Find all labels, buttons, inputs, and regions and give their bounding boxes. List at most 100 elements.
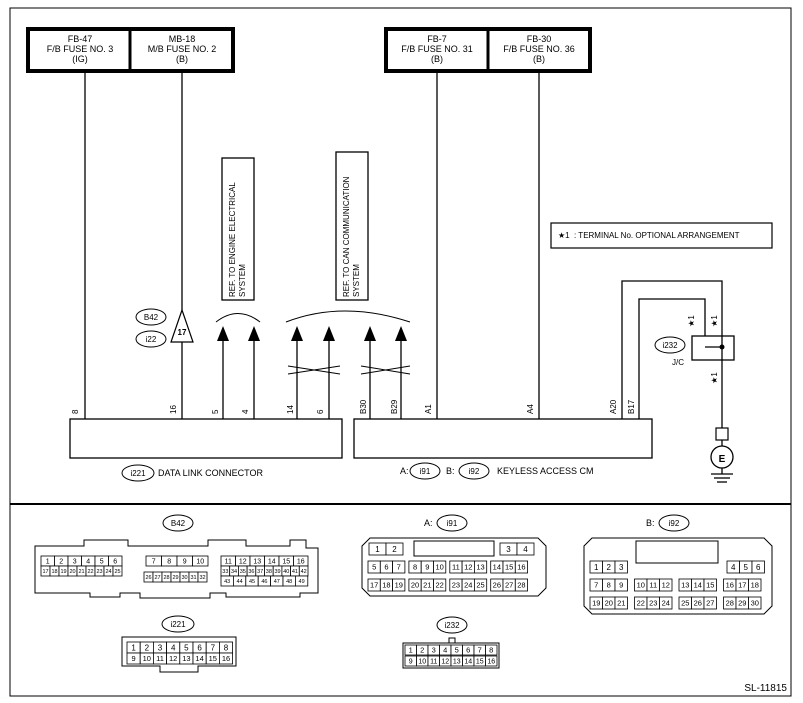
pin-number: 20: [411, 581, 419, 590]
pin-number: 43: [224, 579, 230, 585]
pin-number: 33: [222, 569, 228, 575]
pin-number: 11: [430, 659, 437, 666]
connector-pin: 14: [264, 555, 280, 567]
pin-number: 12: [464, 563, 472, 572]
connector-pin: 48: [282, 575, 296, 587]
pin-number: 2: [59, 559, 63, 566]
pin-number: 22: [637, 599, 645, 608]
pin-number: 7: [397, 563, 401, 572]
connector-pin: 22: [433, 578, 447, 592]
pin-number: 15: [706, 581, 714, 590]
pin-number: 15: [505, 563, 513, 572]
connector-pin: 11: [220, 555, 236, 567]
connector-pin: 16: [218, 652, 233, 665]
pin-number: 31: [190, 575, 196, 581]
connector-pin: 30: [748, 596, 762, 610]
pin-number: 9: [619, 581, 623, 590]
pin-number: 24: [105, 569, 111, 575]
connector-pin: 4: [726, 560, 740, 574]
connector-pin: 5: [179, 641, 194, 654]
pin-number: 14: [464, 659, 472, 666]
connector-pin: 16: [723, 578, 737, 592]
pin-number: 7: [211, 643, 216, 652]
svg-text:i91: i91: [420, 467, 431, 476]
connector-pin: 22: [85, 565, 96, 577]
connector-pin: 10: [192, 555, 209, 567]
pin-number: 2: [607, 563, 612, 572]
pin-number: 23: [649, 599, 657, 608]
label-i22: i22: [135, 330, 167, 348]
pin-number: 4: [443, 646, 447, 655]
connector-pin: 22: [634, 596, 648, 610]
pin-number: 14: [268, 559, 276, 566]
connector-pin: 10: [634, 578, 648, 592]
connector-pin: 27: [502, 578, 516, 592]
pin-number: 11: [649, 581, 657, 590]
pin-number: 36: [248, 569, 254, 575]
pin-number: 11: [225, 559, 232, 566]
pin-number: 23: [452, 581, 460, 590]
pin-number: 28: [517, 581, 525, 590]
connector-pin: 2: [54, 555, 69, 567]
arrow-up-icon: [323, 326, 335, 341]
connector-pin: 32: [197, 571, 208, 583]
ref-engine-box: REF. TO ENGINE ELECTRICAL SYSTEM: [221, 157, 255, 301]
reference-triangle-icon: 17: [170, 308, 194, 343]
svg-text:i92: i92: [669, 519, 680, 528]
pin-number: 13: [253, 559, 261, 566]
connector-pin: 10: [139, 652, 154, 665]
connector-pin: 11: [449, 560, 463, 574]
svg-text:B42: B42: [144, 313, 159, 322]
pin-number: 25: [476, 581, 484, 590]
pin-number: 7: [594, 581, 598, 590]
connector-pin: 8: [161, 555, 178, 567]
pin-number: 9: [409, 659, 413, 666]
pin-number: 19: [395, 581, 403, 590]
connector-pin: 26: [143, 571, 154, 583]
pin-number: 14: [694, 581, 702, 590]
pin-number: 24: [464, 581, 472, 590]
fuse-type: (IG): [72, 54, 88, 64]
connector-pin: 21: [76, 565, 87, 577]
connector-pin: 5: [367, 560, 381, 574]
pin-number: 6: [466, 646, 470, 655]
connector-pin: 13: [179, 652, 194, 665]
connector-pin: 29: [735, 596, 749, 610]
connector-pin: 16: [514, 560, 528, 574]
pin-number: 27: [706, 599, 714, 608]
connector-pin: 4: [516, 542, 535, 556]
connector-pin: 18: [49, 565, 60, 577]
connector-pin: 5: [450, 644, 463, 656]
connector-pin: 11: [152, 652, 167, 665]
connector-pin: 38: [264, 565, 274, 577]
connector-pin: 7: [145, 555, 162, 567]
fuse-group-right: [384, 27, 592, 73]
pin-number: 14: [195, 654, 203, 663]
connector-pin: 7: [589, 578, 603, 592]
connector-pin: 28: [161, 571, 172, 583]
arrow-up-icon: [248, 326, 260, 341]
pin-number: 4: [171, 643, 176, 652]
arrow-up-icon: [395, 326, 407, 341]
connector-pin: 21: [614, 596, 628, 610]
pin-number: 3: [432, 646, 436, 655]
connector-pin: 13: [473, 560, 488, 574]
connector-pin: 42: [298, 565, 309, 577]
connector-pin: 7: [392, 560, 406, 574]
fuse-name: M/B FUSE NO. 2: [148, 44, 217, 54]
connector-pin: 13: [450, 655, 463, 667]
connector-pin: 4: [166, 641, 181, 654]
connector-pin: 2: [385, 542, 404, 556]
pin-number: 49: [299, 579, 305, 585]
connector-pin: 4: [81, 555, 96, 567]
fuse-group-left: [26, 27, 235, 73]
connector-pin: 9: [176, 555, 193, 567]
connector-pin: 20: [602, 596, 616, 610]
pin-label: 8: [71, 409, 80, 414]
pin-number: 16: [517, 563, 525, 572]
pin-number: 17: [738, 581, 746, 590]
